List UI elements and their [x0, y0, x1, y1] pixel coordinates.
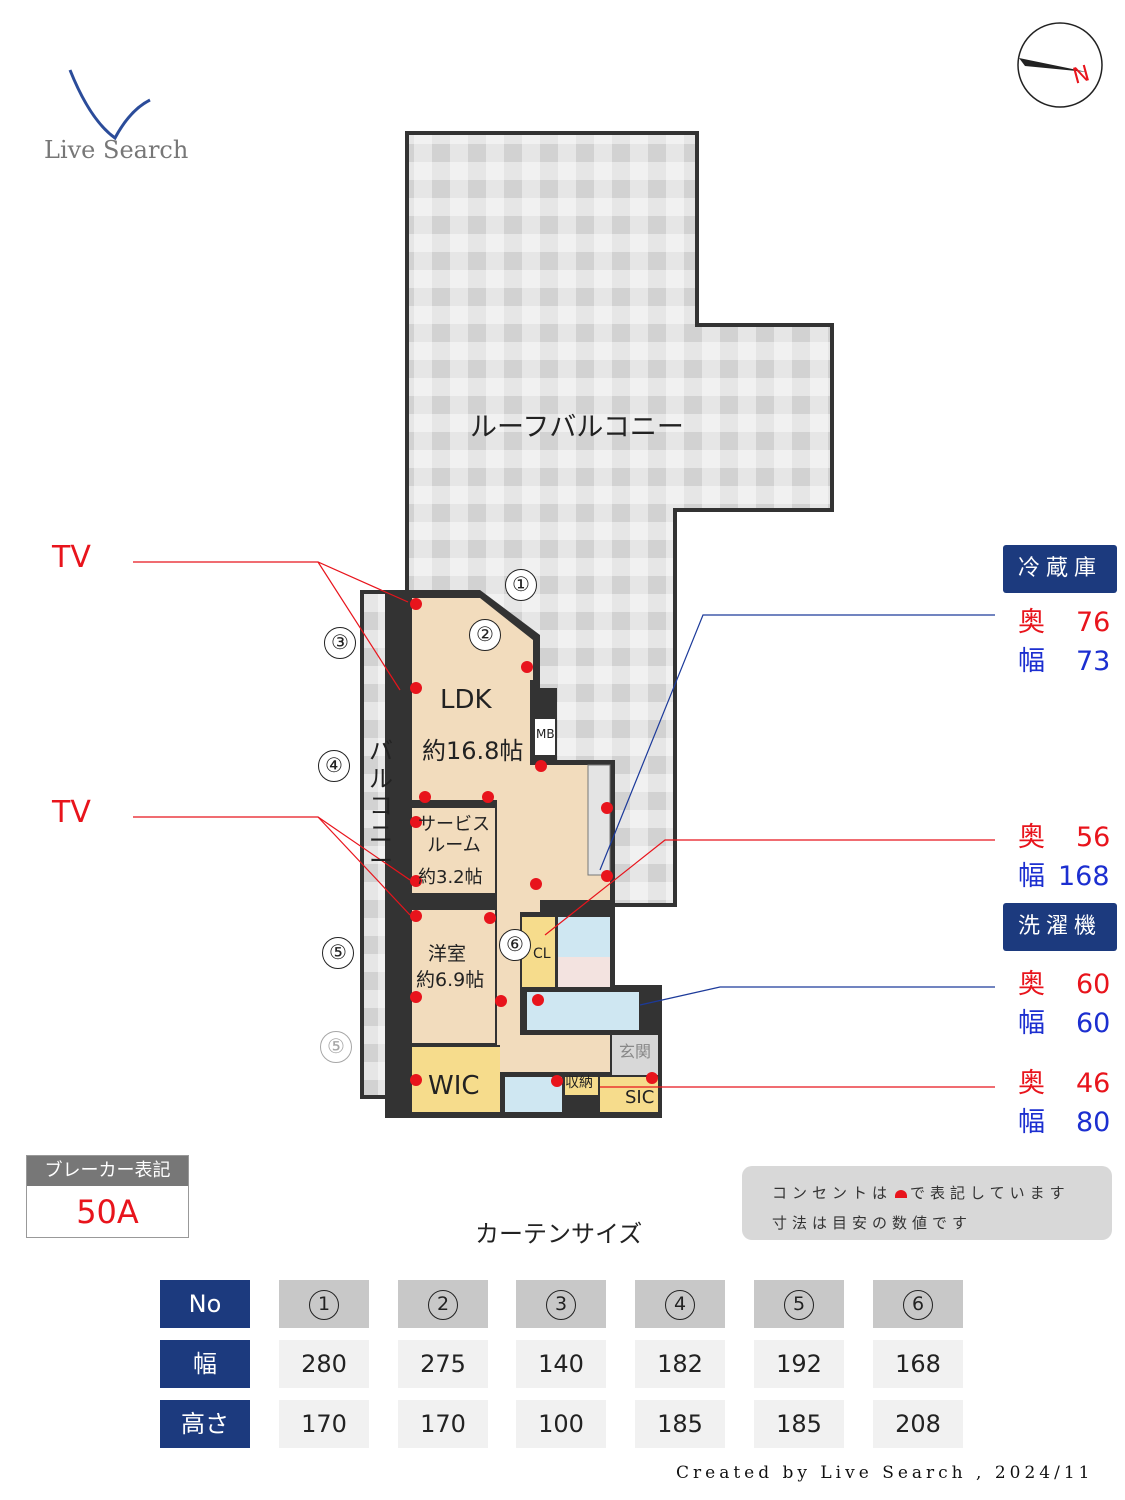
north-arrow-icon: N: [1017, 22, 1103, 108]
tv-label-2: TV: [52, 795, 91, 830]
outlet-symbol-icon: [895, 1190, 908, 1198]
cell-width: 192: [754, 1340, 844, 1388]
western-room-label: 洋室: [428, 943, 467, 965]
mb: [533, 717, 557, 757]
breaker-box: ブレーカー表記 50A: [26, 1155, 189, 1238]
ldk-label: LDK: [440, 685, 492, 715]
wic-label: WIC: [428, 1071, 480, 1101]
footer-credit: Created by Live Search , 2024/11: [676, 1463, 1094, 1483]
floor-plan: [133, 131, 995, 1118]
western-room-size: 約6.9帖: [416, 969, 485, 991]
western-room-floor: [412, 910, 495, 1043]
kitchen-counter: [587, 764, 611, 876]
sic-label: SIC: [625, 1087, 655, 1108]
service-room-label: サービスルーム: [418, 814, 490, 856]
cell-height: 185: [754, 1400, 844, 1448]
cell-no: 4: [635, 1280, 725, 1328]
cell-width: 140: [516, 1340, 606, 1388]
svg-text:N: N: [1070, 61, 1092, 89]
service-room-size: 約3.2帖: [418, 867, 483, 888]
roof-balcony-label: ルーフバルコニー: [470, 412, 684, 443]
bath-floor: [558, 917, 610, 957]
cell-no: 6: [873, 1280, 963, 1328]
fridge-title: 冷蔵庫: [1003, 545, 1117, 593]
cell-width: 275: [398, 1340, 488, 1388]
cell-no: 5: [754, 1280, 844, 1328]
row-header: 高さ: [160, 1400, 250, 1448]
mb-label: MB: [536, 727, 555, 741]
window-marker-3: ③: [324, 627, 356, 659]
tv-label-1: TV: [52, 540, 91, 575]
breaker-value: 50A: [76, 1193, 139, 1231]
live-search-logo: [68, 69, 151, 141]
outlet-markers: [410, 598, 658, 1087]
window-marker-6: ⑥: [499, 929, 531, 961]
storage-floor: [565, 1077, 598, 1095]
cell-no: 2: [398, 1280, 488, 1328]
ldk-floor: [412, 598, 610, 1045]
window-marker-5: ⑤: [322, 937, 354, 969]
cell-width: 182: [635, 1340, 725, 1388]
ldk-size: 約16.8帖: [422, 737, 524, 765]
wic-floor: [412, 1047, 500, 1112]
logo-text: Live Search: [44, 136, 189, 164]
washroom-floor: [527, 992, 639, 1030]
cell-height: 185: [635, 1400, 725, 1448]
cell-width: 168: [873, 1340, 963, 1388]
cell-height: 208: [873, 1400, 963, 1448]
storage-label: 収納: [565, 1075, 593, 1091]
cell-height: 170: [279, 1400, 369, 1448]
cell-height: 100: [516, 1400, 606, 1448]
dressing-floor: [558, 957, 610, 987]
window-marker-4: ④: [318, 750, 350, 782]
window-marker-5b: ⑤: [320, 1031, 352, 1063]
cell-width: 280: [279, 1340, 369, 1388]
hall-floor: [500, 1035, 610, 1072]
breaker-label: ブレーカー表記: [27, 1156, 188, 1186]
notes-box: コンセントはで表記しています 寸法は目安の数値です: [742, 1166, 1112, 1240]
window-marker-2: ②: [469, 619, 501, 651]
entrance-label: 玄関: [619, 1042, 652, 1061]
cell-height: 170: [398, 1400, 488, 1448]
balcony-label: バルコニー: [369, 737, 393, 876]
curtain-title: カーテンサイズ: [475, 1220, 643, 1248]
sic-floor: [600, 1077, 658, 1112]
cell-no: 1: [279, 1280, 369, 1328]
cell-no: 3: [516, 1280, 606, 1328]
washer-title: 洗濯機: [1003, 903, 1117, 951]
entrance-floor: [612, 1035, 658, 1075]
service-room-floor: [412, 808, 495, 893]
cl-label: CL: [533, 946, 551, 962]
row-header: No: [160, 1280, 250, 1328]
row-header: 幅: [160, 1340, 250, 1388]
window-marker-1: ①: [505, 569, 537, 601]
